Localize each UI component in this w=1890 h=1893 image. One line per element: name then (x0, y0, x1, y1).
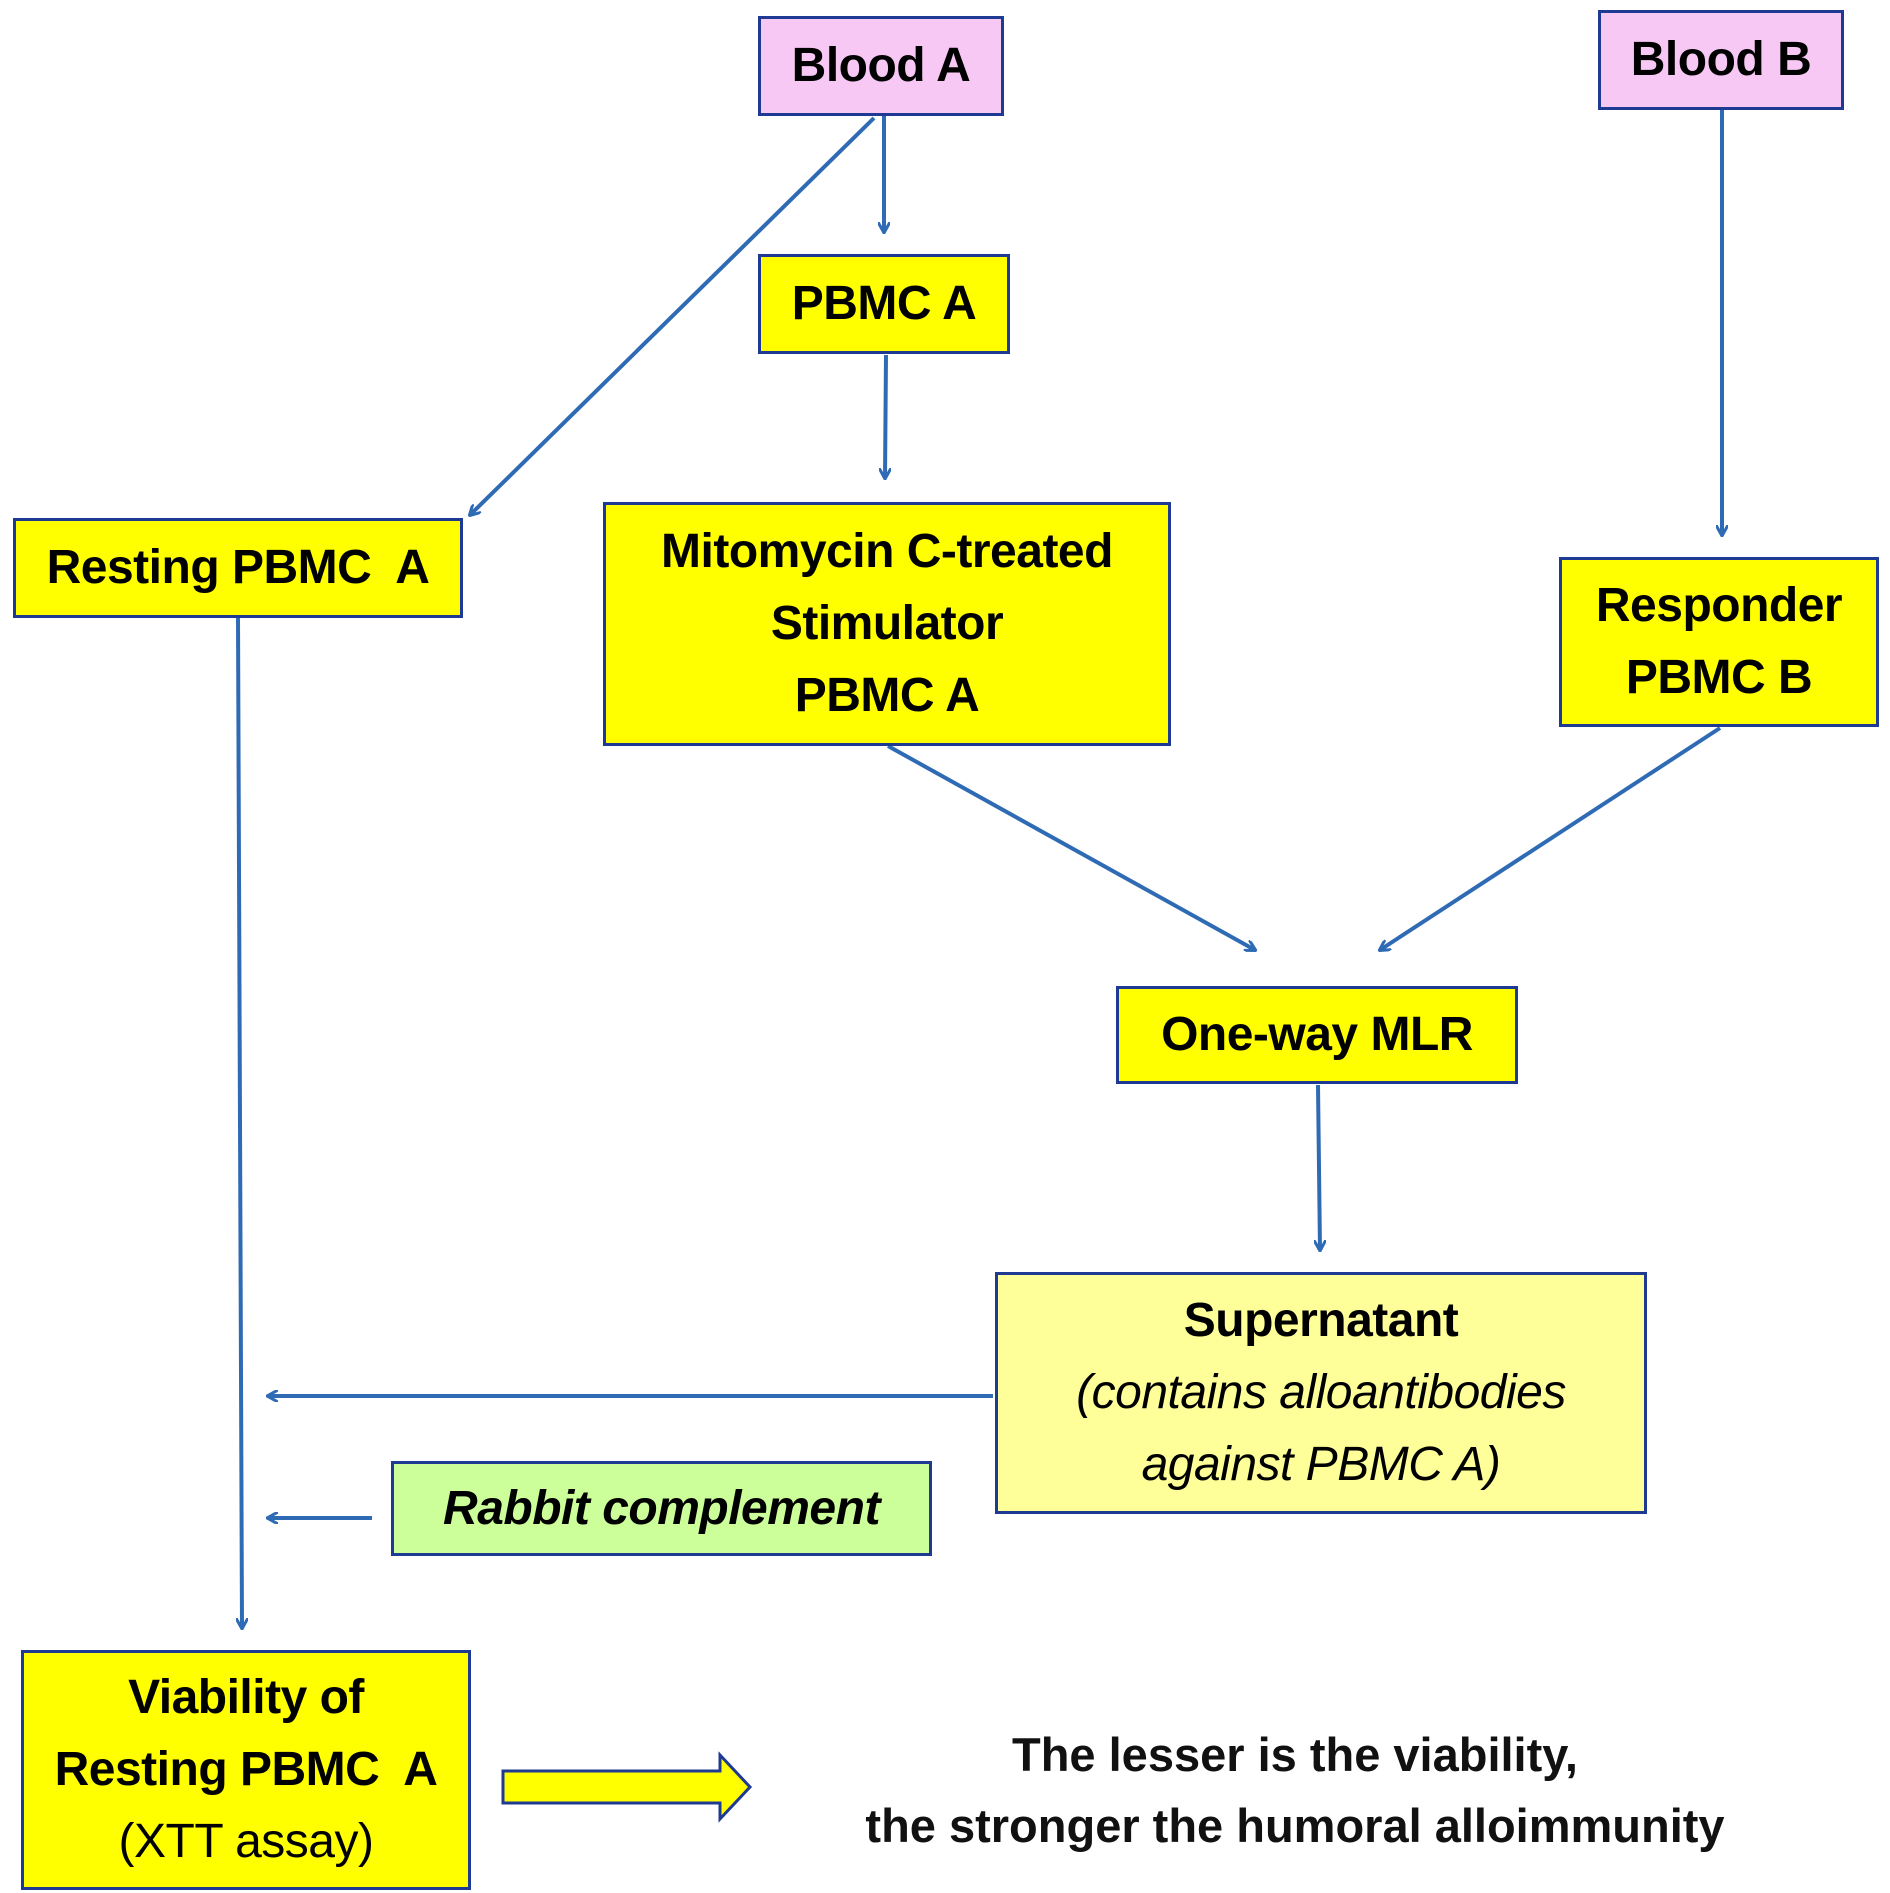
arrow-pbmc-a-to-stimulator (885, 354, 886, 478)
blood-a-box: Blood A (758, 16, 1004, 116)
resting-pbmc-a-label: Resting PBMC A (46, 541, 430, 594)
responder-box: Responder PBMC B (1559, 557, 1879, 727)
blood-a-label: Blood A (791, 39, 971, 92)
viability-assay: (XTT assay) (118, 1815, 374, 1868)
viability-line-1: Viability of (128, 1671, 364, 1724)
supernatant-note-line-2: against PBMC A) (1141, 1438, 1501, 1491)
rabbit-complement-box: Rabbit complement (391, 1461, 932, 1556)
rabbit-complement-label: Rabbit complement (443, 1481, 880, 1535)
stimulator-line-2: Stimulator (770, 597, 1004, 650)
pbmc-a-box: PBMC A (758, 254, 1010, 354)
conclusion-line-1: The lesser is the viability, (1012, 1728, 1578, 1781)
conclusion-line-2: the stronger the humoral alloimmunity (865, 1798, 1725, 1852)
conclusion-text: The lesser is the viability, the stronge… (760, 1720, 1830, 1861)
one-way-mlr-label: One-way MLR (1161, 1008, 1473, 1061)
supernatant-title: Supernatant (1183, 1294, 1459, 1347)
stimulator-line-3: PBMC A (794, 669, 980, 722)
pbmc-a-label: PBMC A (791, 277, 977, 330)
resting-pbmc-a-box: Resting PBMC A (13, 518, 463, 618)
block-arrow-to-conclusion (501, 1751, 753, 1823)
viability-line-2: Resting PBMC A (54, 1743, 438, 1796)
arrow-mlr-to-supernatant (1318, 1084, 1320, 1250)
arrow-responder-to-mlr (1380, 726, 1722, 950)
responder-line-1: Responder (1595, 579, 1843, 632)
viability-box: Viability of Resting PBMC A (XTT assay) (21, 1650, 471, 1890)
stimulator-box: Mitomycin C-treated Stimulator PBMC A (603, 502, 1171, 746)
arrow-stimulator-to-mlr (887, 744, 1255, 950)
responder-line-2: PBMC B (1625, 651, 1813, 704)
one-way-mlr-box: One-way MLR (1116, 986, 1518, 1084)
stimulator-line-1: Mitomycin C-treated (661, 525, 1113, 578)
arrow-resting-to-viability (238, 617, 242, 1628)
blood-b-box: Blood B (1598, 10, 1844, 110)
supernatant-box: Supernatant (contains alloantibodies aga… (995, 1272, 1647, 1514)
arrow-blood-a-to-resting-pbmc-a (470, 116, 876, 515)
supernatant-note-line-1: (contains alloantibodies (1076, 1366, 1566, 1419)
blood-b-label: Blood B (1630, 33, 1812, 86)
